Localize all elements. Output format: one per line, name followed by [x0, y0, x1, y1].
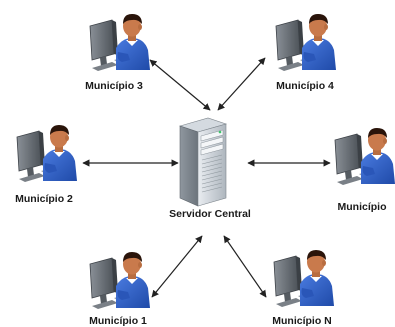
client-label: Município 2	[15, 193, 73, 205]
server-node: Servidor Central	[169, 117, 251, 220]
client-node-municipio-n: Município N	[272, 249, 335, 327]
server-tower-icon	[178, 117, 228, 207]
client-label: Município 3	[85, 80, 143, 92]
arrow-municipio-n	[223, 235, 267, 298]
arrow-municipio-4	[217, 57, 266, 111]
user-at-computer-icon	[273, 249, 335, 308]
client-label: Município N	[272, 315, 332, 327]
client-label: Município	[338, 201, 387, 213]
client-label: Município 1	[89, 315, 147, 327]
client-node-municipio-4: Município 4	[275, 13, 337, 92]
user-at-computer-icon	[275, 13, 337, 72]
arrow-municipio-1	[151, 235, 203, 298]
user-at-computer-icon	[334, 127, 395, 186]
client-node-municipio-2: Município 2	[15, 124, 78, 205]
server-label: Servidor Central	[169, 208, 251, 220]
arrow-municipio-3	[149, 59, 211, 111]
user-at-computer-icon	[89, 251, 151, 310]
user-at-computer-icon	[16, 124, 78, 183]
client-node-municipio: Município	[334, 127, 395, 213]
client-label: Município 4	[276, 80, 334, 92]
user-at-computer-icon	[89, 13, 151, 72]
connections	[82, 57, 331, 298]
client-node-municipio-1: Município 1	[89, 251, 151, 327]
client-node-municipio-3: Município 3	[85, 13, 151, 92]
